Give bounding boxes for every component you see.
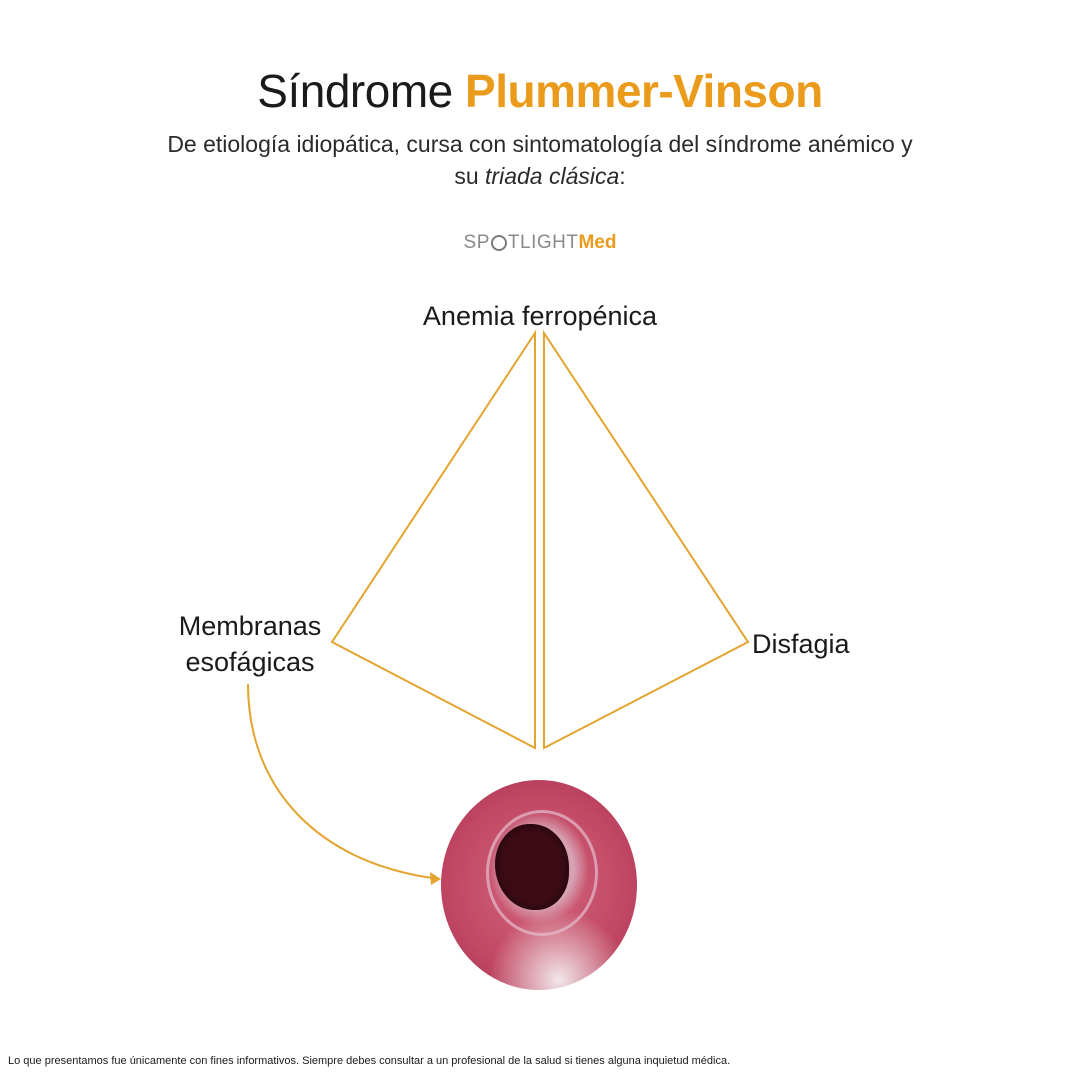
logo-text-middle: TLIGHT: [507, 232, 579, 253]
label-disfagia: Disfagia: [752, 629, 850, 659]
subtitle: De etiología idiopática, cursa con sinto…: [110, 128, 970, 192]
triangle-right: [543, 329, 750, 750]
label-left-line2: esofágicas: [185, 647, 315, 677]
logo-text-start: SP: [463, 232, 490, 253]
title-prefix: Síndrome: [257, 65, 453, 117]
spotlightmed-logo: SP TLIGHTMed: [0, 232, 1080, 254]
arrow-head-icon: [430, 872, 441, 885]
logo-text-med: Med: [578, 232, 617, 253]
label-left-line1: Membranas: [178, 611, 322, 641]
page-title: Síndrome Plummer-Vinson: [0, 64, 1080, 118]
esophageal-lumen: [495, 824, 569, 910]
subtitle-line2-italic: triada clásica: [485, 163, 620, 189]
subtitle-line2-prefix: su: [454, 163, 486, 189]
title-accent: Plummer-Vinson: [465, 65, 823, 117]
esophageal-web-ring: [486, 810, 598, 936]
disclaimer-text: Lo que presentamos fue únicamente con fi…: [8, 1055, 731, 1067]
subtitle-line1: De etiología idiopática, cursa con sinto…: [167, 131, 913, 157]
curved-arrow-line: [247, 683, 433, 879]
magnifier-icon: [490, 235, 507, 251]
triangle-left: [330, 329, 536, 750]
endoscopy-image: [441, 780, 637, 990]
label-membranas-esofagicas: Membranas esofágicas: [150, 608, 350, 680]
label-anemia-ferropenica: Anemia ferropénica: [422, 301, 658, 331]
subtitle-line2-suffix: :: [619, 163, 626, 189]
